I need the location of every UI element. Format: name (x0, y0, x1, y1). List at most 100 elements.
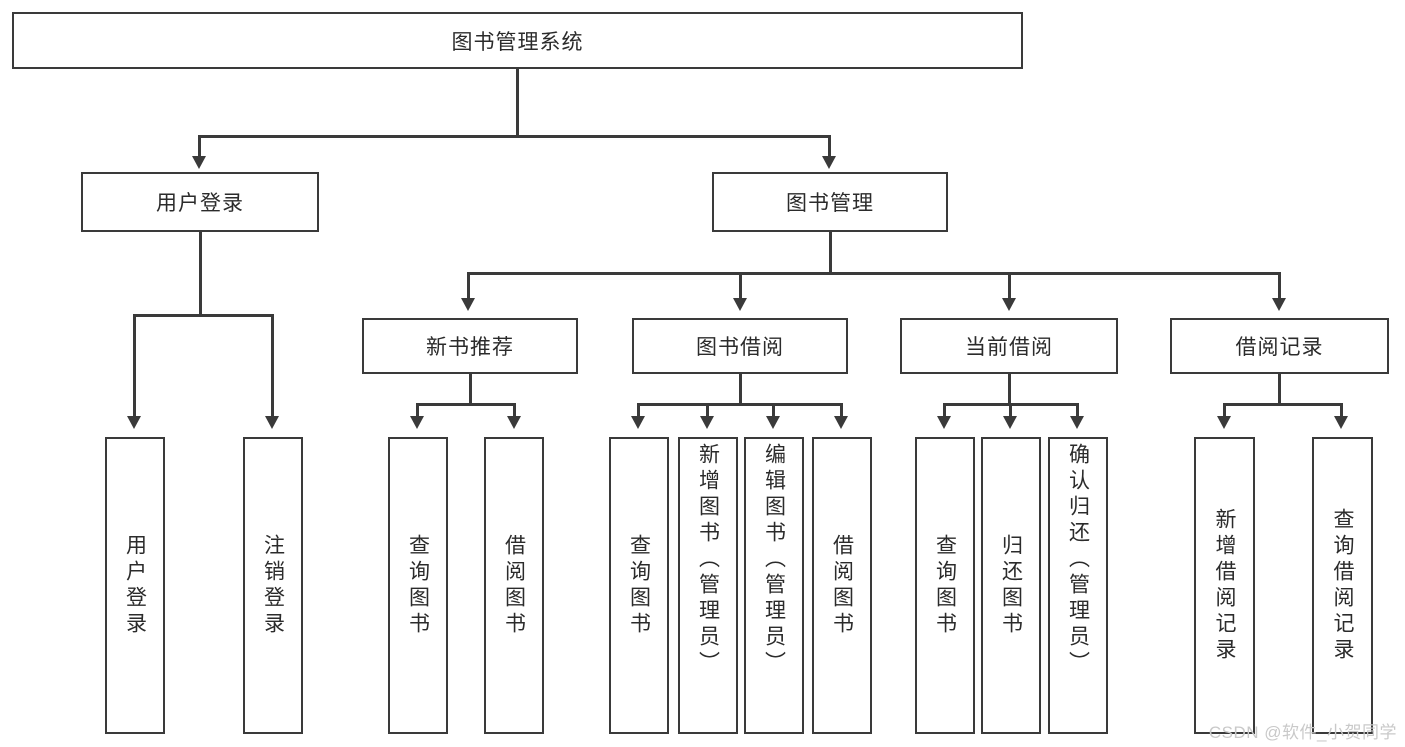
leaf-borrow-record-query-record[interactable]: 查询借阅记录 (1312, 437, 1373, 734)
leaf-inner: 查询图书 (917, 439, 973, 732)
node-root-system[interactable]: 图书管理系统 (12, 12, 1023, 69)
connector-newbook-to-leaf1 (416, 403, 419, 418)
arrowhead-bookmgmt-to-n1 (461, 298, 475, 311)
leaf-inner: 注销登录 (245, 439, 301, 732)
arrowhead-userlogin-to-leaf2 (265, 416, 279, 429)
leaf-new-book-borrow-book[interactable]: 借阅图书 (484, 437, 544, 734)
leaf-book-borrow-edit-book-admin[interactable]: 编辑图书（管理员） (744, 437, 804, 734)
connector-userlogin-stem (199, 232, 202, 316)
leaf-book-borrow-add-book-admin[interactable]: 新增图书（管理员） (678, 437, 738, 734)
arrowhead-bookborrow-to-leaf4 (834, 416, 848, 429)
arrowhead-newbook-to-leaf1 (410, 416, 424, 429)
arrowhead-bookmgmt-to-n3 (1002, 298, 1016, 311)
leaf-label: 新增借阅记录 (1213, 507, 1236, 664)
node-borrow-record[interactable]: 借阅记录 (1170, 318, 1389, 374)
leaf-label: 注销登录 (261, 533, 285, 638)
connector-bookmgmt-to-n3 (1008, 272, 1011, 300)
leaf-inner: 查询图书 (390, 439, 446, 732)
leaf-label: 查询借阅记录 (1331, 507, 1354, 664)
arrowhead-bookborrow-to-leaf3 (766, 416, 780, 429)
connector-bookborrow-bus (637, 403, 842, 406)
connector-userlogin-to-leaf2 (271, 314, 274, 418)
node-label: 借阅记录 (1235, 336, 1324, 359)
leaf-inner: 确认归还（管理员） (1050, 439, 1106, 736)
leaf-inner: 归还图书 (983, 439, 1039, 732)
leaf-book-borrow-query-book[interactable]: 查询图书 (609, 437, 669, 734)
node-user-login[interactable]: 用户登录 (81, 172, 319, 232)
leaf-inner: 查询图书 (611, 439, 667, 732)
connector-borrowrecord-bus (1223, 403, 1342, 406)
node-new-book-recommend[interactable]: 新书推荐 (362, 318, 578, 374)
leaf-label: 查询图书 (406, 533, 430, 638)
connector-bookborrow-to-leaf1 (637, 403, 640, 418)
node-book-borrow[interactable]: 图书借阅 (632, 318, 848, 374)
arrowhead-bookmgmt-to-n2 (733, 298, 747, 311)
connector-root-stem (516, 69, 519, 137)
connector-newbook-stem (469, 374, 472, 405)
arrowhead-currentborrow-to-leaf3 (1070, 416, 1084, 429)
leaf-label: 用户登录 (123, 533, 147, 638)
node-label: 当前借阅 (965, 336, 1053, 359)
leaf-inner: 新增借阅记录 (1196, 439, 1253, 732)
leaf-inner: 新增图书（管理员） (680, 439, 736, 736)
leaf-user-login-login[interactable]: 用户登录 (105, 437, 165, 734)
leaf-inner: 编辑图书（管理员） (746, 439, 802, 736)
node-book-management[interactable]: 图书管理 (712, 172, 948, 232)
leaf-inner: 查询借阅记录 (1314, 439, 1371, 732)
arrowhead-bookborrow-to-leaf1 (631, 416, 645, 429)
connector-currentborrow-to-leaf2 (1009, 403, 1012, 418)
arrowhead-bookmgmt-to-n4 (1272, 298, 1286, 311)
leaf-label: 编辑图书（管理员） (762, 443, 786, 677)
leaf-label: 查询图书 (627, 533, 651, 638)
connector-newbook-bus (416, 403, 515, 406)
connector-currentborrow-stem (1008, 374, 1011, 405)
leaf-label: 查询图书 (933, 533, 957, 638)
arrowhead-userlogin-to-leaf1 (127, 416, 141, 429)
leaf-user-login-logout[interactable]: 注销登录 (243, 437, 303, 734)
connector-bookmgmt-to-n1 (467, 272, 470, 300)
node-label: 图书管理 (786, 192, 874, 215)
node-label: 用户登录 (156, 192, 244, 215)
connector-userlogin-bus (133, 314, 271, 317)
node-label: 图书借阅 (696, 336, 784, 359)
leaf-label: 新增图书（管理员） (696, 443, 720, 677)
arrowhead-newbook-to-leaf2 (507, 416, 521, 429)
connector-root-bus (198, 135, 831, 138)
leaf-current-borrow-confirm-return-admin[interactable]: 确认归还（管理员） (1048, 437, 1108, 734)
leaf-inner: 用户登录 (107, 439, 163, 732)
leaf-inner: 借阅图书 (486, 439, 542, 732)
connector-bookmgmt-to-n4 (1278, 272, 1281, 300)
node-label: 图书管理系统 (451, 30, 584, 54)
leaf-label: 归还图书 (999, 533, 1023, 638)
connector-root-to-bookmgmt (828, 135, 831, 158)
leaf-book-borrow-borrow-book[interactable]: 借阅图书 (812, 437, 872, 734)
leaf-inner: 借阅图书 (814, 439, 870, 732)
node-current-borrow[interactable]: 当前借阅 (900, 318, 1118, 374)
leaf-label: 借阅图书 (502, 533, 526, 638)
connector-newbook-to-leaf2 (513, 403, 516, 418)
leaf-borrow-record-add-record[interactable]: 新增借阅记录 (1194, 437, 1255, 734)
arrowhead-bookborrow-to-leaf2 (700, 416, 714, 429)
leaf-label: 确认归还（管理员） (1066, 443, 1090, 677)
arrowhead-root-to-bookmgmt (822, 156, 836, 169)
connector-borrowrecord-to-leaf2 (1340, 403, 1343, 418)
connector-root-to-userlogin (198, 135, 201, 158)
arrowhead-currentborrow-to-leaf2 (1003, 416, 1017, 429)
connector-borrowrecord-to-leaf1 (1223, 403, 1226, 418)
leaf-current-borrow-return-book[interactable]: 归还图书 (981, 437, 1041, 734)
connector-bookborrow-to-leaf4 (840, 403, 843, 418)
leaf-current-borrow-query-book[interactable]: 查询图书 (915, 437, 975, 734)
leaf-new-book-query-book[interactable]: 查询图书 (388, 437, 448, 734)
arrowhead-borrowrecord-to-leaf2 (1334, 416, 1348, 429)
connector-currentborrow-to-leaf3 (1076, 403, 1079, 418)
connector-bookborrow-stem (739, 374, 742, 405)
connector-currentborrow-to-leaf1 (943, 403, 946, 418)
connector-bookmgmt-stem (829, 232, 832, 274)
leaf-label: 借阅图书 (830, 533, 854, 638)
node-label: 新书推荐 (426, 336, 514, 359)
connector-userlogin-to-leaf1 (133, 314, 136, 418)
connector-borrowrecord-stem (1278, 374, 1281, 405)
connector-bookmgmt-bus (467, 272, 1280, 275)
arrowhead-currentborrow-to-leaf1 (937, 416, 951, 429)
